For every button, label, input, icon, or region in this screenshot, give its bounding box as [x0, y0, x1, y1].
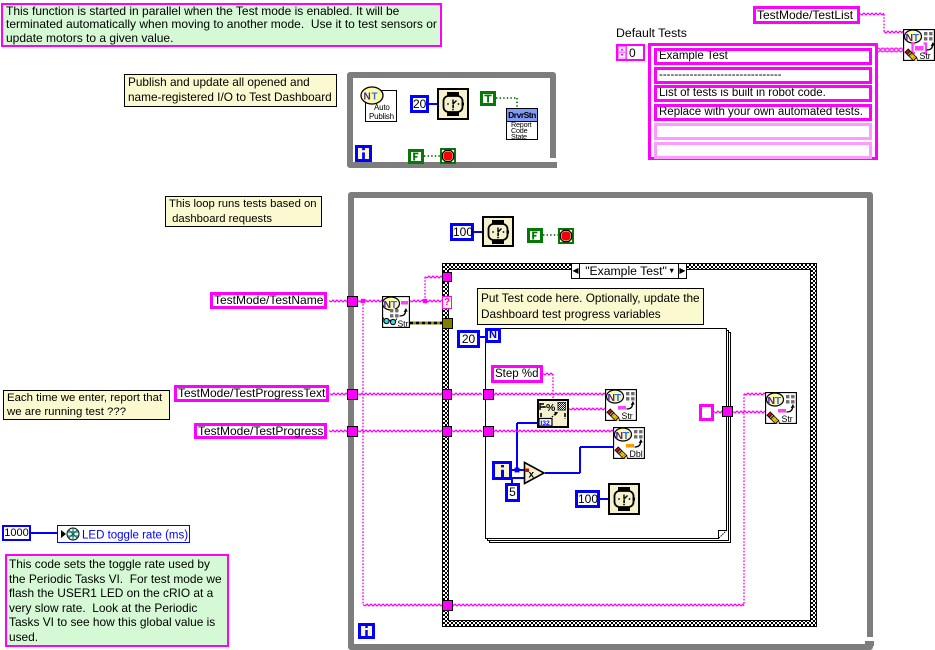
- svg-text:N: N: [906, 32, 914, 44]
- svg-text:N: N: [616, 430, 624, 442]
- svg-text:Str: Str: [920, 51, 931, 61]
- svg-text:Str: Str: [782, 414, 793, 424]
- svg-text:%: %: [546, 402, 556, 414]
- svg-text:LED toggle rate (ms): LED toggle rate (ms): [82, 530, 188, 542]
- svg-text:Str: Str: [398, 319, 409, 329]
- svg-text:Dbl: Dbl: [630, 449, 643, 459]
- svg-text:N: N: [768, 395, 776, 407]
- svg-text:Str: Str: [622, 411, 633, 421]
- svg-text:N: N: [364, 92, 371, 103]
- svg-text:T: T: [913, 32, 920, 44]
- svg-text:T: T: [391, 299, 398, 311]
- svg-text:T: T: [372, 92, 378, 103]
- svg-text:0: 0: [629, 46, 636, 59]
- svg-text:x: x: [529, 470, 535, 481]
- svg-text:I32: I32: [540, 420, 550, 427]
- svg-text:N: N: [608, 392, 616, 404]
- svg-text:T: T: [623, 430, 630, 442]
- svg-text:N: N: [384, 299, 392, 311]
- svg-text:T: T: [775, 395, 782, 407]
- svg-text:T: T: [615, 392, 622, 404]
